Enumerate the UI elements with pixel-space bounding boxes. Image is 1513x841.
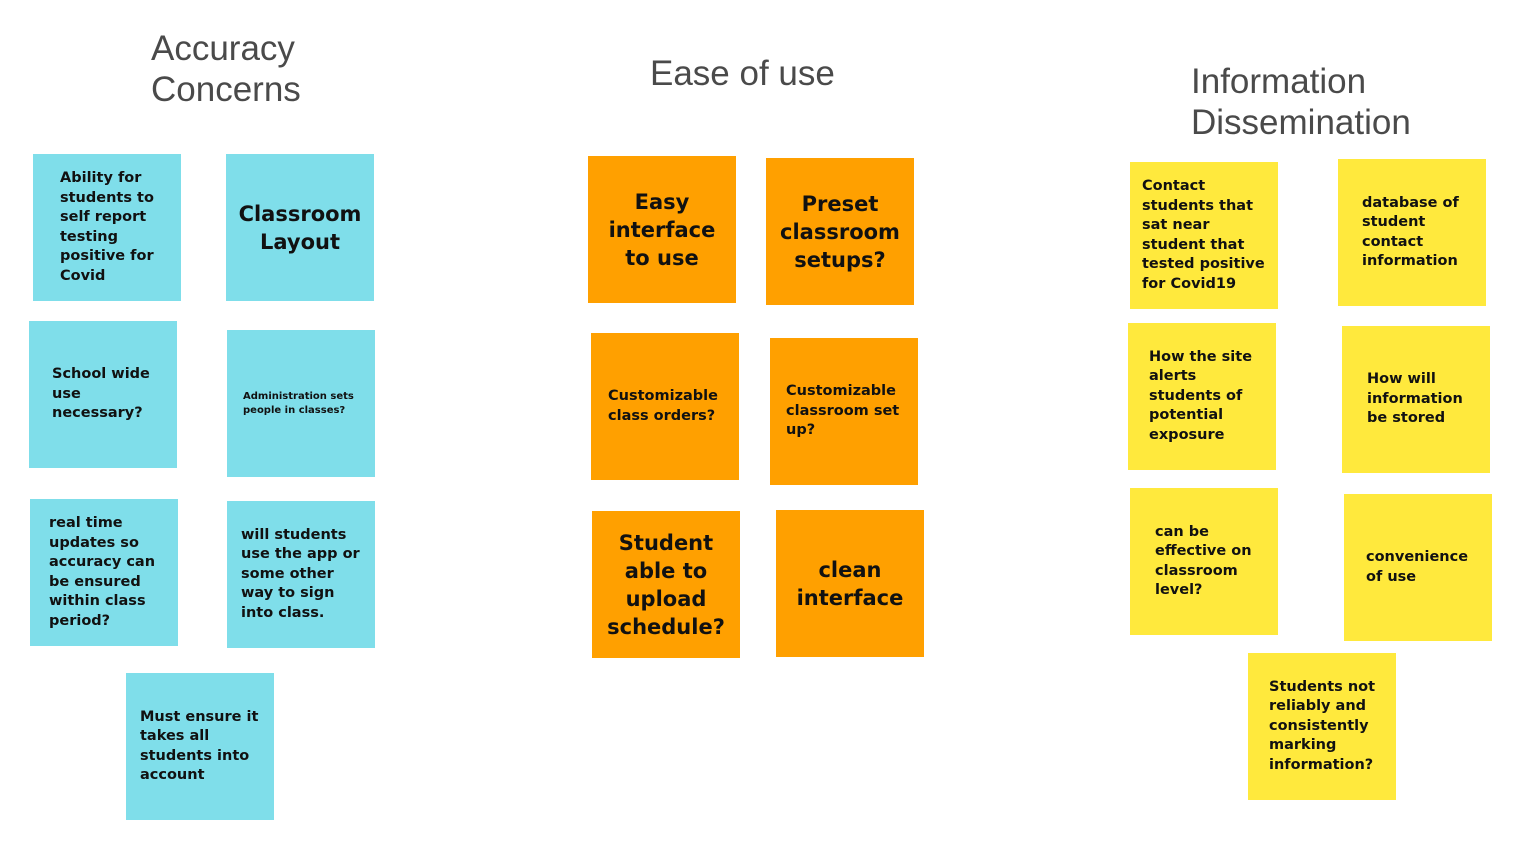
sticky-note-administration-sets[interactable]: Administration sets people in classes? [227, 330, 375, 477]
sticky-note-customizable-classroom[interactable]: Customizable classroom set up? [770, 338, 918, 485]
heading-information-dissemination: Information Dissemination [1191, 61, 1411, 143]
note-text: clean interface [796, 557, 904, 610]
note-text: real time updates so accuracy can be ens… [49, 515, 156, 629]
sticky-note-all-students[interactable]: Must ensure it takes all students into a… [126, 673, 274, 820]
sticky-note-database[interactable]: database of student contact information [1338, 159, 1486, 306]
sticky-note-self-report[interactable]: Ability for students to self report test… [33, 154, 181, 301]
note-text: Contact students that sat near student t… [1142, 178, 1265, 292]
note-text: convenience of use [1366, 549, 1469, 585]
note-text: can be effective on classroom level? [1155, 523, 1252, 599]
heading-ease-of-use: Ease of use [650, 53, 835, 94]
note-text: Customizable class orders? [608, 388, 718, 424]
sticky-note-easy-interface[interactable]: Easy interface to use [588, 156, 736, 303]
note-text: Ability for students to self report test… [60, 170, 154, 284]
note-text: How will information be stored [1367, 371, 1463, 427]
sticky-note-contact-students[interactable]: Contact students that sat near student t… [1130, 162, 1278, 309]
sticky-note-real-time-updates[interactable]: real time updates so accuracy can be ens… [30, 499, 178, 646]
sticky-note-convenience[interactable]: convenience of use [1344, 494, 1492, 641]
note-text: How the site alerts students of potentia… [1149, 348, 1253, 443]
note-text: School wide use necessary? [52, 366, 150, 422]
heading-accuracy-concerns: Accuracy Concerns [151, 28, 301, 110]
heading-line: Dissemination [1191, 103, 1411, 142]
sticky-note-customizable-class-orders[interactable]: Customizable class orders? [591, 333, 739, 480]
heading-line: Ease of use [650, 54, 835, 93]
sticky-note-information-stored[interactable]: How will information be stored [1342, 326, 1490, 473]
note-text: will students use the app or some other … [241, 526, 360, 621]
note-text: Administration sets people in classes? [243, 390, 354, 416]
note-text: Preset classroom setups? [780, 191, 900, 272]
sticky-note-sign-into-class[interactable]: will students use the app or some other … [227, 501, 375, 648]
note-text: Easy interface to use [608, 189, 716, 270]
sticky-note-preset-setups[interactable]: Preset classroom setups? [766, 158, 914, 305]
note-text: Customizable classroom set up? [786, 383, 900, 439]
heading-line: Accuracy [151, 29, 295, 68]
sticky-note-classroom-layout[interactable]: Classroom Layout [226, 154, 374, 301]
heading-line: Concerns [151, 70, 301, 109]
note-text: Classroom Layout [238, 201, 362, 254]
sticky-note-site-alerts[interactable]: How the site alerts students of potentia… [1128, 323, 1276, 470]
note-text: Students not reliably and consistently m… [1269, 678, 1376, 773]
heading-line: Information [1191, 62, 1367, 101]
sticky-note-classroom-level[interactable]: can be effective on classroom level? [1130, 488, 1278, 635]
sticky-note-upload-schedule[interactable]: Student able to upload schedule? [592, 511, 740, 658]
note-text: Student able to upload schedule? [607, 530, 725, 639]
sticky-note-marking-information[interactable]: Students not reliably and consistently m… [1248, 653, 1396, 800]
sticky-note-clean-interface[interactable]: clean interface [776, 510, 924, 657]
note-text: database of student contact information [1362, 194, 1459, 270]
sticky-note-school-wide-use[interactable]: School wide use necessary? [29, 321, 177, 468]
note-text: Must ensure it takes all students into a… [140, 708, 259, 784]
